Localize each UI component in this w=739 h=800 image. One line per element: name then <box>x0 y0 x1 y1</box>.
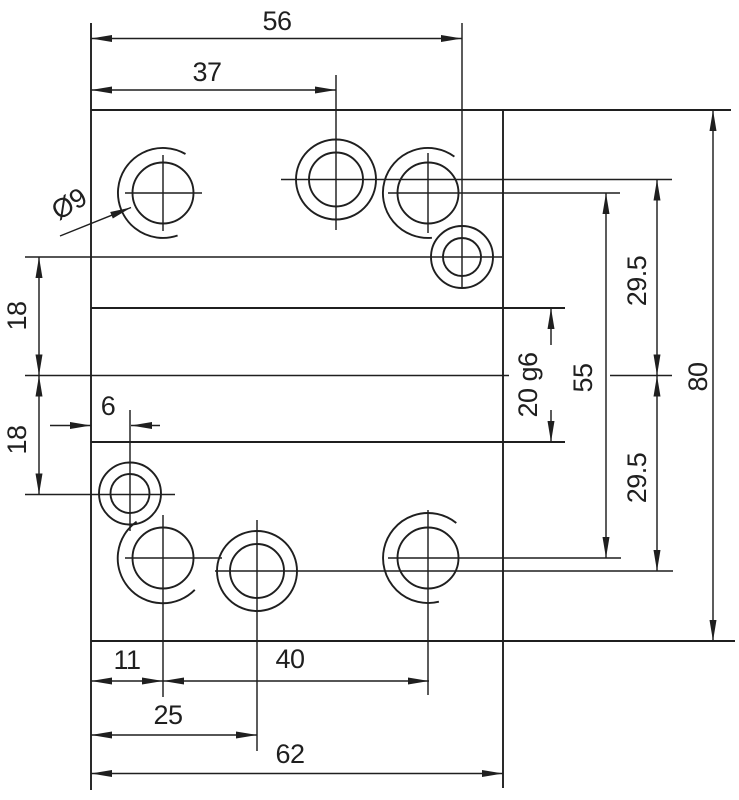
arrowhead <box>408 677 429 685</box>
hole-top-mid-counterbore <box>295 138 377 221</box>
dim-label-25: 25 <box>153 700 182 730</box>
arrowhead <box>131 422 152 429</box>
hole-small-tr-counterbore <box>430 225 494 289</box>
arrowhead <box>70 422 91 429</box>
holes <box>98 138 494 612</box>
dim-label-6: 6 <box>101 391 116 421</box>
dim-label-37: 37 <box>192 57 221 87</box>
arrowhead <box>91 731 112 739</box>
arrowhead <box>547 308 555 329</box>
arrowhead <box>110 207 131 219</box>
dim-label-40: 40 <box>275 644 304 674</box>
arrowhead <box>35 375 43 397</box>
dimension-lines <box>35 35 717 777</box>
dim-label-29.5-lower: 29.5 <box>622 453 652 504</box>
hole-small-tr-bore <box>442 237 482 277</box>
arrowhead <box>547 421 555 442</box>
hole-bottom-right-bore <box>396 526 460 590</box>
arrowhead <box>709 110 717 131</box>
dim-label-62: 62 <box>275 739 304 769</box>
hole-bottom-mid-bore <box>229 543 285 599</box>
arrowhead <box>602 537 610 558</box>
arrowhead <box>441 35 462 42</box>
arrowhead <box>315 86 336 94</box>
arrowhead <box>35 354 43 376</box>
arrowhead <box>35 257 43 278</box>
arrowhead <box>709 620 717 641</box>
dim-label-18-lower: 18 <box>2 425 32 454</box>
hole-top-right-bore <box>396 161 460 225</box>
hole-bottom-mid-counterbore <box>216 530 298 612</box>
arrowhead <box>653 354 661 376</box>
dim-label-11: 11 <box>113 645 140 675</box>
arrowhead <box>91 86 112 94</box>
dim-label-80: 80 <box>683 362 713 391</box>
arrowhead <box>91 35 112 42</box>
hole-small-left-counterbore <box>98 461 162 526</box>
dimension-labels: 56 37 Ø9 18 18 6 20 g6 55 29.5 29.5 80 1… <box>2 6 713 769</box>
hole-small-left-bore <box>109 473 151 514</box>
arrowhead <box>653 179 661 201</box>
dim-label-55: 55 <box>568 363 598 392</box>
arrowhead <box>35 473 43 495</box>
dim-label-29.5-upper: 29.5 <box>622 256 652 307</box>
arrowhead <box>142 677 163 685</box>
dim-label-20g6: 20 g6 <box>513 352 543 417</box>
dim-label-56: 56 <box>262 6 291 36</box>
arrowhead <box>163 677 184 685</box>
arrowhead <box>91 770 112 777</box>
hole-top-right-counterbore-arc <box>381 147 455 239</box>
dim-label-18-upper: 18 <box>2 301 32 330</box>
arrowhead <box>91 677 112 685</box>
hole-top-left-bore <box>131 161 195 225</box>
arrowhead <box>653 550 661 571</box>
arrowhead <box>482 770 503 777</box>
arrowhead <box>236 731 257 739</box>
dim-label-hole-diameter: Ø9 <box>46 182 91 226</box>
arrowhead <box>653 375 661 397</box>
hole-top-mid-bore <box>308 151 364 208</box>
hole-bottom-left-counterbore-arc <box>116 520 196 605</box>
hole-bottom-right-counterbore-arc <box>382 512 457 604</box>
hole-bottom-left-bore <box>131 526 195 590</box>
plate-outline <box>90 23 735 790</box>
arrowhead <box>602 193 610 214</box>
hole-top-left-counterbore-arc <box>117 147 186 239</box>
